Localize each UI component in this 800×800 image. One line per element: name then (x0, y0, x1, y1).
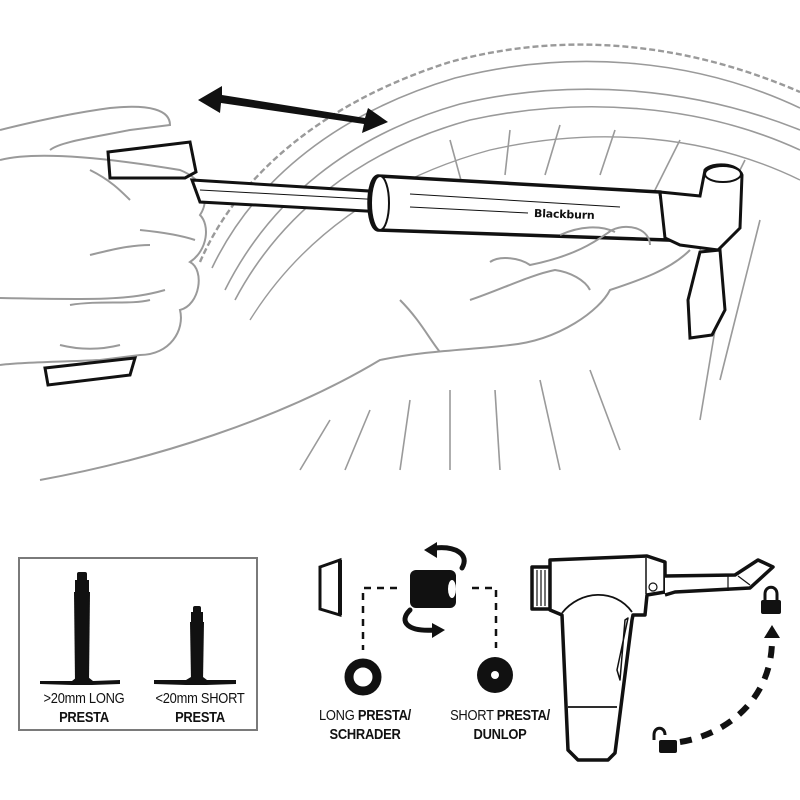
short-presta-label: <20mm SHORT PRESTA (155, 690, 245, 726)
adapter-selection-diagram: LONG PRESTA/ SCHRADER SHORT PRESTA/ DUNL… (290, 540, 550, 780)
pump-barrel-icon (367, 163, 744, 340)
pump-usage-illustration: Blackburn (0, 43, 800, 481)
pump-head-lever-diagram (510, 540, 800, 780)
thread-lines (536, 570, 550, 606)
valve-types-panel: >20mm LONG PRESTA <20mm SHORT PRESTA (18, 557, 258, 731)
lock-open-icon (652, 726, 677, 753)
long-presta-valve-icon (40, 572, 120, 685)
ring-large-hole-icon (344, 658, 382, 696)
rotation-arrow-icon (679, 639, 775, 745)
long-presta-schrader-label: LONG PRESTA/ SCHRADER (318, 707, 411, 743)
short-presta-valve-icon (154, 606, 236, 685)
right-hand-icon (39, 225, 691, 481)
pump-scene-drawing (0, 43, 800, 481)
ring-small-hole-icon (477, 657, 513, 693)
pump-handle-icon (43, 140, 198, 387)
short-presta-dunlop-label: SHORT PRESTA/ DUNLOP (450, 707, 550, 743)
pump-head-icon (530, 554, 775, 762)
left-hand-icon (0, 105, 207, 366)
pump-shaft-icon (189, 178, 387, 214)
arrow-head-icon (764, 625, 780, 638)
valve-cap-icon (318, 557, 342, 618)
adapter-insert-icon (410, 570, 456, 608)
flip-arrows-icon (402, 545, 467, 633)
lock-closed-icon (761, 585, 781, 614)
brand-logo-text: Blackburn (533, 206, 595, 223)
double-headed-arrow-icon (198, 86, 388, 133)
long-presta-label: >20mm LONG PRESTA (43, 690, 125, 726)
